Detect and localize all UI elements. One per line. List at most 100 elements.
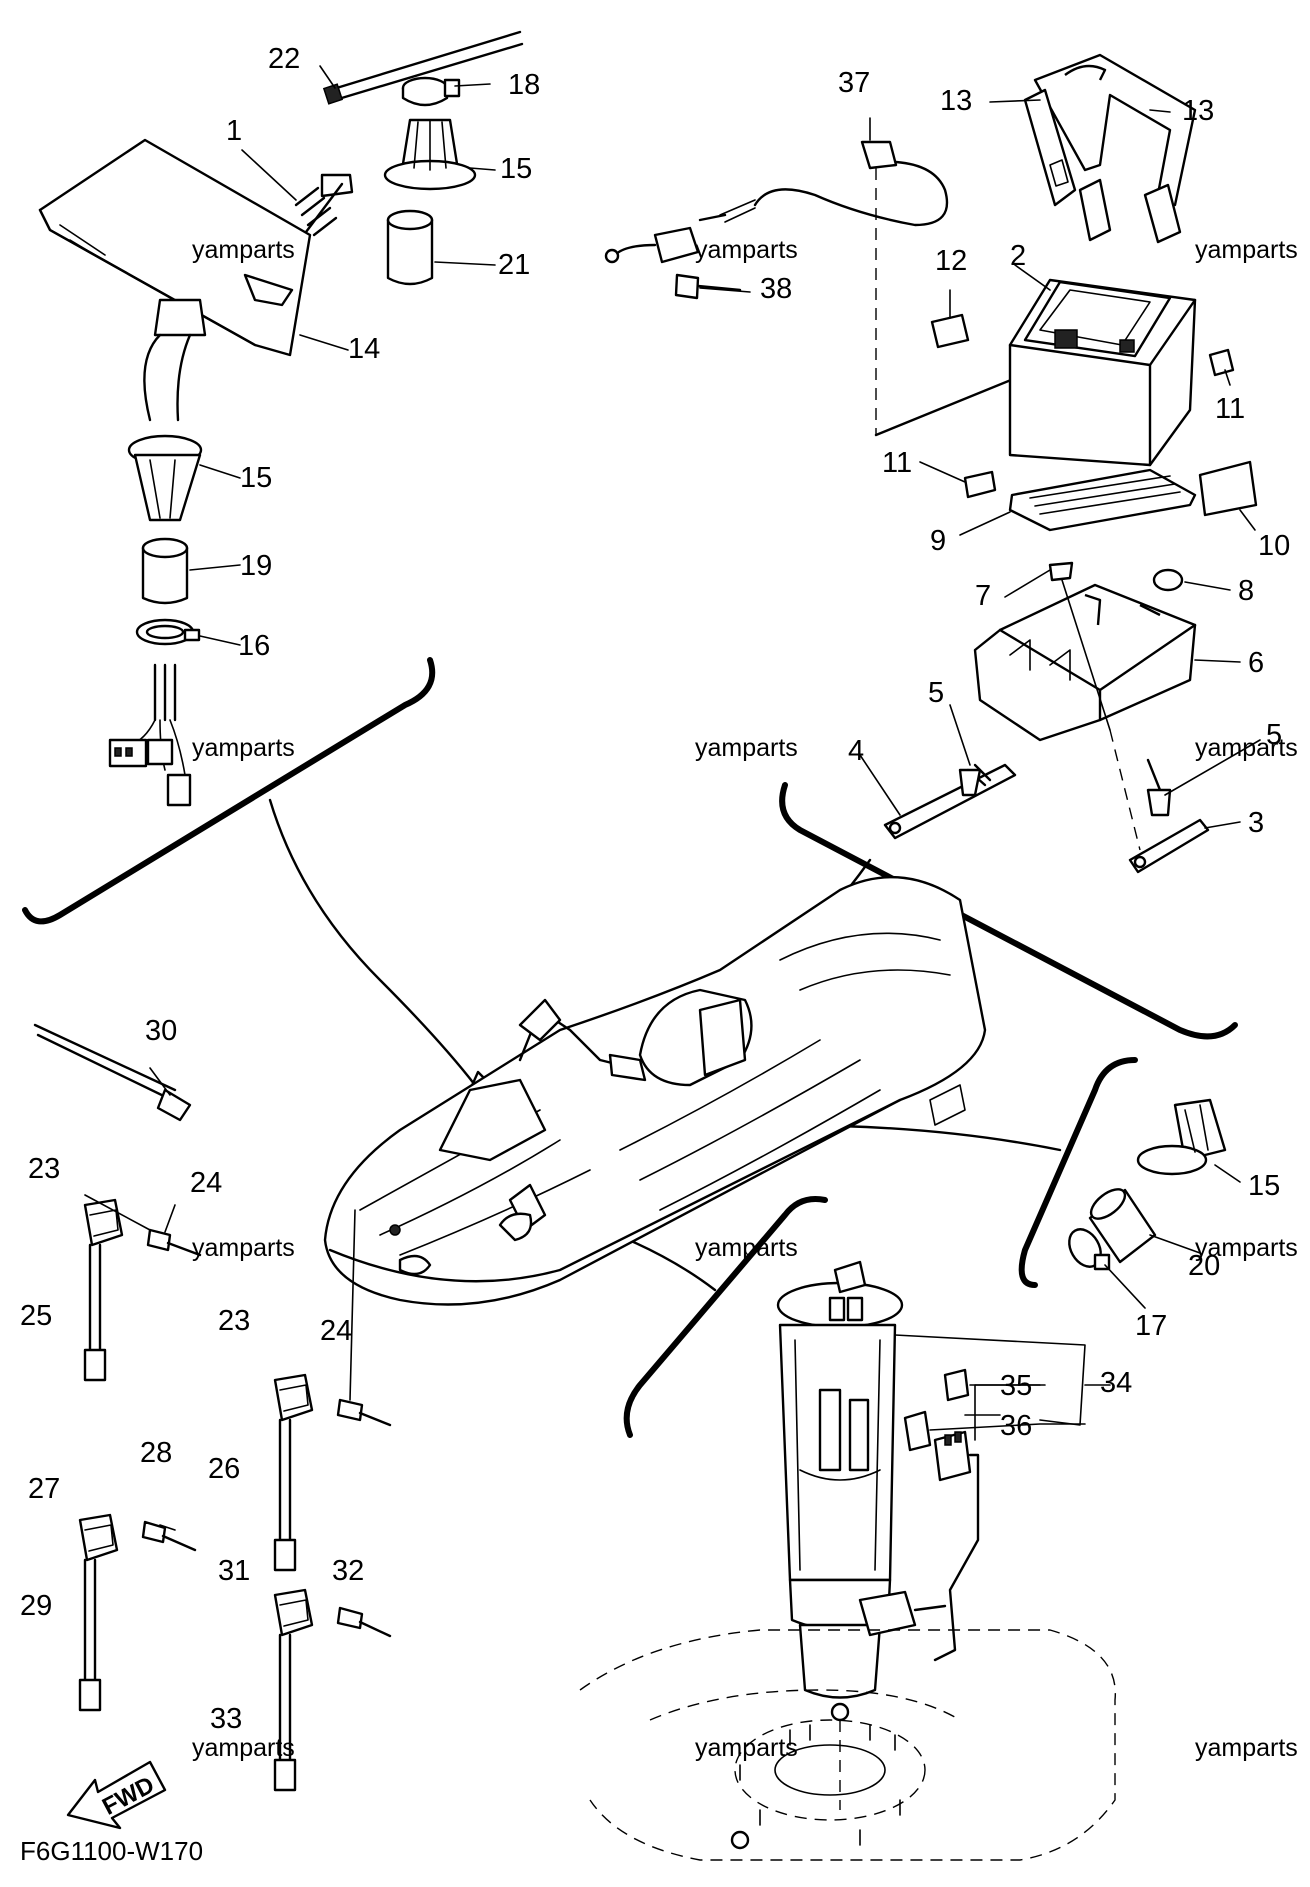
sleeve-21 (386, 218, 434, 286)
callout-18: 18 (508, 69, 540, 101)
callout-24-a: 24 (190, 1167, 222, 1199)
callout-35: 35 (1000, 1370, 1032, 1402)
bracket-vent-section (1018, 1057, 1138, 1288)
pad-11-left (963, 470, 997, 499)
callout-12: 12 (935, 245, 967, 277)
callout-11-left: 11 (882, 447, 912, 479)
callout-leaders (149, 65, 1261, 1531)
callout-23-a: 23 (28, 1153, 60, 1185)
callout-5-left: 5 (928, 677, 944, 709)
callout-25: 25 (20, 1300, 52, 1332)
fuel-pump-assembly (579, 1260, 1116, 1861)
callout-28: 28 (140, 1437, 172, 1469)
callout-29: 29 (20, 1590, 52, 1622)
callout-6: 6 (1248, 647, 1264, 679)
battery-assembly (883, 53, 1258, 874)
leader-meter (268, 798, 477, 1087)
callout-24-b: 24 (320, 1315, 352, 1347)
watercraft-hull (323, 875, 987, 1306)
callout-37: 37 (838, 67, 870, 99)
callout-22: 22 (268, 43, 300, 75)
diagram-code: F6G1100-W170 (20, 1836, 203, 1866)
watermark: yamparts (192, 734, 295, 762)
callout-33: 33 (210, 1703, 242, 1735)
callout-36: 36 (1000, 1410, 1032, 1442)
watermark: yamparts (695, 1734, 798, 1762)
callout-3: 3 (1248, 807, 1264, 839)
callout-21: 21 (498, 249, 530, 281)
tie-25 (88, 1243, 102, 1352)
pad-10 (1198, 460, 1258, 517)
vent-assembly (1068, 1098, 1227, 1271)
sender-36 (903, 1410, 932, 1452)
battery-strap-13a (1033, 53, 1197, 212)
connector-35 (943, 1368, 970, 1402)
fwd-arrow-icon: FWD (66, 1760, 167, 1830)
callout-10: 10 (1258, 530, 1290, 562)
ground-cable-assembly (604, 140, 1062, 437)
callout-13-right: 13 (1182, 95, 1214, 127)
callout-31: 31 (218, 1555, 250, 1587)
callout-2: 2 (1010, 240, 1026, 272)
tie-29 (83, 1558, 97, 1682)
callout-27: 27 (28, 1473, 60, 1505)
watermark: yamparts (192, 1234, 295, 1262)
sender-float (858, 1590, 917, 1637)
battery-strap-13b (1023, 88, 1077, 207)
callout-15-top: 15 (500, 153, 532, 185)
watermarks: yamparts yamparts yamparts yamparts yamp… (192, 236, 1298, 1762)
bolt-7 (1048, 561, 1074, 582)
callout-15-right: 15 (1248, 1170, 1280, 1202)
watermark: yamparts (1195, 1734, 1298, 1762)
meter-assembly (38, 30, 524, 807)
watermark: yamparts (192, 1734, 295, 1762)
pin-24-b (336, 1398, 364, 1422)
callout-15-mid: 15 (240, 462, 272, 494)
callout-9: 9 (930, 525, 946, 557)
watermark: yamparts (695, 236, 798, 264)
bolt-1 (294, 186, 338, 237)
hood (438, 1078, 547, 1162)
watermark: yamparts (1195, 236, 1298, 264)
watermark: yamparts (1195, 1234, 1298, 1262)
tank-studs (739, 1724, 901, 1846)
grommet-15-right (1173, 1098, 1227, 1162)
callout-30: 30 (145, 1015, 177, 1047)
battery-box-6 (973, 583, 1197, 742)
rivet-5-right (1146, 758, 1162, 792)
watermark: yamparts (695, 734, 798, 762)
pin-24-a (146, 1228, 172, 1252)
watermark: yamparts (1195, 734, 1298, 762)
pin-28 (141, 1520, 167, 1544)
callout-13-left: 13 (940, 85, 972, 117)
callout-14: 14 (348, 333, 380, 365)
callout-16: 16 (238, 630, 270, 662)
callout-38: 38 (760, 273, 792, 305)
callout-17: 17 (1135, 1310, 1167, 1342)
callout-labels: 22 18 1 15 21 14 15 19 16 37 38 13 13 2 … (20, 43, 1290, 1735)
callout-5-right: 5 (1266, 719, 1282, 751)
callout-4: 4 (848, 735, 864, 767)
cable-ties (33, 1023, 392, 1792)
bracket-3 (1128, 818, 1210, 874)
pad-11-right (1208, 348, 1235, 377)
pad-12 (930, 313, 970, 349)
bracket-pump-section (623, 1196, 828, 1438)
nut-8 (1152, 568, 1184, 592)
tie-33 (278, 1633, 292, 1762)
callout-34: 34 (1100, 1367, 1132, 1399)
cable-tie-22 (328, 30, 522, 92)
cable-tie-30 (33, 1023, 177, 1102)
callout-11-right: 11 (1215, 393, 1245, 425)
callout-32: 32 (332, 1555, 364, 1587)
callout-20: 20 (1188, 1250, 1220, 1282)
bracket-4 (883, 763, 1017, 840)
tie-26 (278, 1418, 292, 1542)
tray-9 (1008, 468, 1197, 532)
callout-7: 7 (975, 580, 991, 612)
fuel-tank-outline (579, 1629, 1116, 1861)
callout-8: 8 (1238, 575, 1254, 607)
callout-1: 1 (226, 115, 242, 147)
watermark: yamparts (192, 236, 295, 264)
